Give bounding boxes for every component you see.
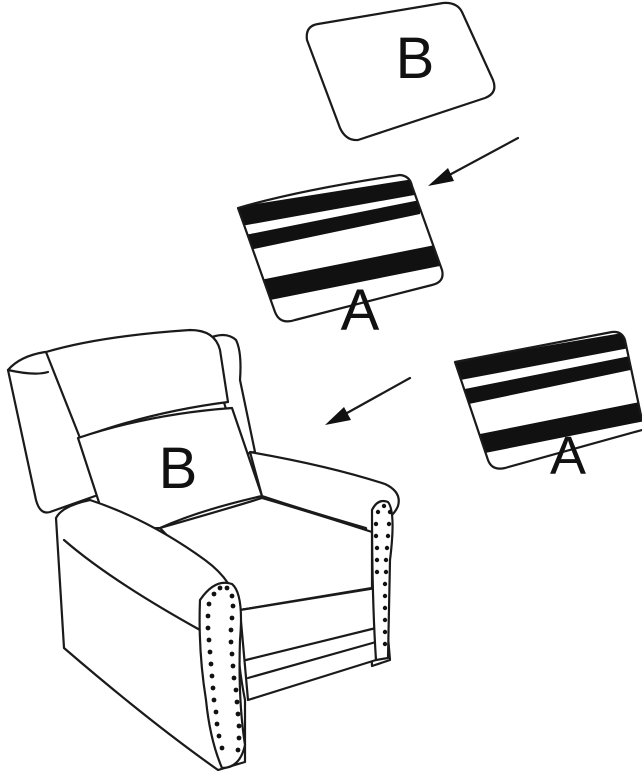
- arrow-down-left-icon: [325, 376, 412, 425]
- nailhead-trim-right: [373, 503, 393, 647]
- pad-a-right-label: A: [550, 426, 586, 486]
- loose-cushion-b: B: [305, 1, 496, 142]
- cushion-b-label: B: [396, 26, 435, 91]
- chair-arm-front-roll: [198, 581, 247, 770]
- pad-a-right-outline: [453, 330, 642, 470]
- chair-back-label: B: [159, 436, 198, 501]
- arrow-down-left-icon: [428, 136, 520, 186]
- striped-pad-a-middle: A: [236, 173, 444, 343]
- cushion-b-outline: [305, 1, 496, 142]
- nailhead-trim-left: [205, 585, 242, 753]
- chair-back-upper-cushion: [44, 328, 230, 440]
- striped-pad-a-right: A: [453, 330, 642, 486]
- chair-back-lower-cushion: [76, 406, 264, 532]
- chair-right-arm-roll: [370, 499, 394, 662]
- pad-a-middle-outline: [236, 173, 444, 323]
- pad-a-middle-label: A: [341, 278, 380, 343]
- recliner-chair: B: [6, 328, 400, 772]
